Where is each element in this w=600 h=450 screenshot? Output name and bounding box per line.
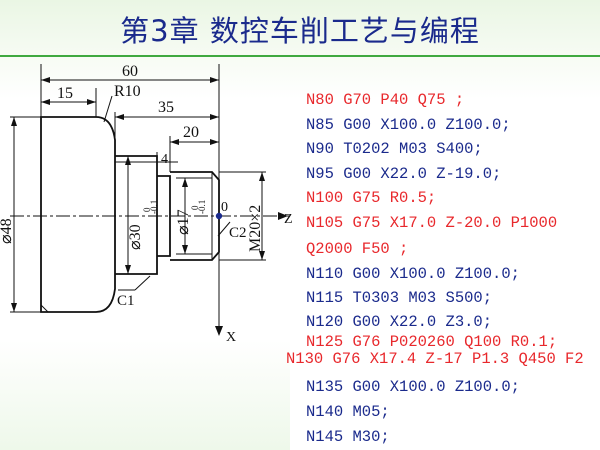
program-line: N120 G00 X22.0 Z3.0; [306,313,493,331]
dim-thread: M20×2 [247,205,264,252]
dim-15: 15 [57,85,73,102]
dim-r10: R10 [114,83,141,100]
program-line: N105 G75 X17.0 Z-20.0 P1000 [306,214,558,232]
program-line: N135 G00 X100.0 Z100.0; [306,378,520,396]
axis-z-label: Z [284,212,293,227]
dim-4: 4 [161,152,168,167]
program-line: N110 G00 X100.0 Z100.0; [306,265,520,283]
dim-60: 60 [122,63,138,80]
dim-dia30: ⌀30 [127,224,144,250]
dim-dia30-tol-upper: 0 [142,207,152,212]
z-axis-arrow [278,212,288,220]
program-line: N85 G00 X100.0 Z100.0; [306,116,511,134]
program-line: N140 M05; [306,403,390,421]
title-underline [0,55,600,57]
origin-label: 0 [221,200,228,215]
c1-chamfer-mark [40,304,49,313]
dim-c2: C2 [229,225,247,241]
body-dia30-outline [115,155,158,275]
axis-x-label: X [226,330,236,345]
head-outline [40,116,116,313]
dim-dia17-tol-lower: -0.1 [197,200,207,214]
program-line: N95 G00 X22.0 Z-19.0; [306,165,502,183]
slide-title: 第3章 数控车削工艺与编程 [120,14,480,48]
program-line: Q2000 F50 ; [306,240,409,258]
dim-dia17: ⌀17 [175,209,192,235]
dim-dia17-tol-upper: 0 [190,205,200,210]
x-axis-arrow [215,326,223,336]
dim-dia30-tol-lower: -0.1 [149,200,159,214]
program-line: N145 M30; [306,428,390,446]
dim-dia48: ⌀48 [0,218,15,244]
origin-dot [215,212,223,220]
program-line: N115 T0303 M03 S500; [306,289,493,307]
dim-35: 35 [158,99,174,116]
program-line: N100 G75 R0.5; [306,189,437,207]
slide-tint [0,340,290,450]
program-line: N80 G70 P40 Q75 ; [306,91,465,109]
dim-20: 20 [183,124,199,141]
program-line: N125 G76 P020260 Q100 R0.1; [306,333,558,351]
dim-c1: C1 [117,293,135,309]
program-line: N130 G76 X17.4 Z-17 P1.3 Q450 F2 [286,350,584,368]
groove-outline [157,175,171,257]
program-line: N90 T0202 M03 S400; [306,140,483,158]
